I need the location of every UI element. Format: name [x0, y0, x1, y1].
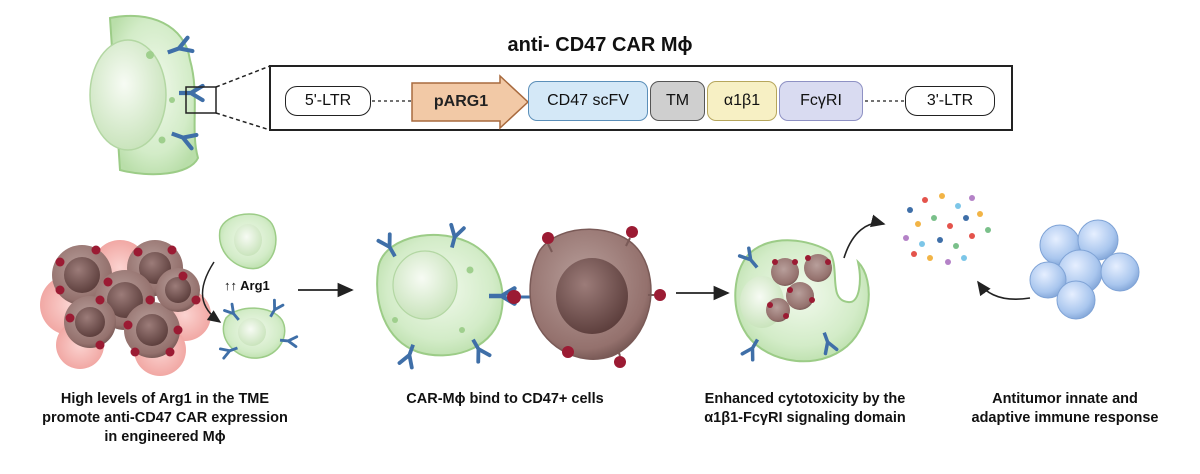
ltr3-box: 3'-LTR — [905, 86, 995, 116]
car-macrophage — [376, 222, 514, 370]
phagocytic-macrophage — [734, 239, 870, 363]
t-cell-cluster — [1029, 219, 1140, 320]
caption-line: Enhanced cytotoxicity by the — [704, 391, 906, 407]
caption-step3: Enhanced cytotoxicity by the α1β1-FcγRI … — [660, 390, 950, 428]
fcgr1-box: FcγRI — [779, 81, 863, 121]
caption-line: High levels of Arg1 in the TME — [60, 391, 270, 407]
construct-title: anti- CD47 CAR Mϕ — [507, 34, 693, 56]
tumor-cell — [156, 268, 200, 312]
macrophage-small-top — [218, 213, 277, 270]
caption-line: adaptive immune response — [971, 410, 1159, 426]
tm-box: TM — [650, 81, 705, 121]
caption-line: CAR-Mϕ bind to CD47+ cells — [406, 391, 604, 407]
scfv-box: CD47 scFV — [528, 81, 648, 121]
caption-step2: CAR-Mϕ bind to CD47+ cells — [355, 390, 655, 409]
tumor-cell — [64, 296, 116, 348]
caption-step1: High levels of Arg1 in the TME promote a… — [20, 390, 310, 447]
caption-step4: Antitumor innate and adaptive immune res… — [950, 390, 1180, 428]
engulfed-tumor — [766, 254, 832, 322]
release-arrow — [843, 214, 886, 259]
top-macrophage — [89, 14, 203, 176]
caption-line: Antitumor innate and — [992, 391, 1138, 407]
arg1-label: ↑↑ Arg1 — [224, 278, 270, 293]
tumor-cluster — [40, 240, 211, 376]
caption-line: promote anti-CD47 CAR expression — [42, 410, 288, 426]
cd47-beads — [55, 245, 201, 357]
promoter-arrow-label: pARG1 — [433, 93, 489, 110]
target-tumor-cell — [529, 226, 666, 368]
cytokine-cloud — [903, 193, 991, 265]
tumor-cell — [124, 302, 180, 358]
caption-line: in engineered Mϕ — [104, 429, 226, 445]
a1b1-box: α1β1 — [707, 81, 777, 121]
cd47-bead — [507, 290, 521, 304]
macrophage-small-bottom — [218, 298, 299, 360]
ltr5-box: 5'-LTR — [285, 86, 371, 116]
transition-arrow — [201, 261, 222, 323]
immune-arrow — [977, 280, 1031, 300]
caption-line: α1β1-FcγRI signaling domain — [704, 410, 906, 426]
